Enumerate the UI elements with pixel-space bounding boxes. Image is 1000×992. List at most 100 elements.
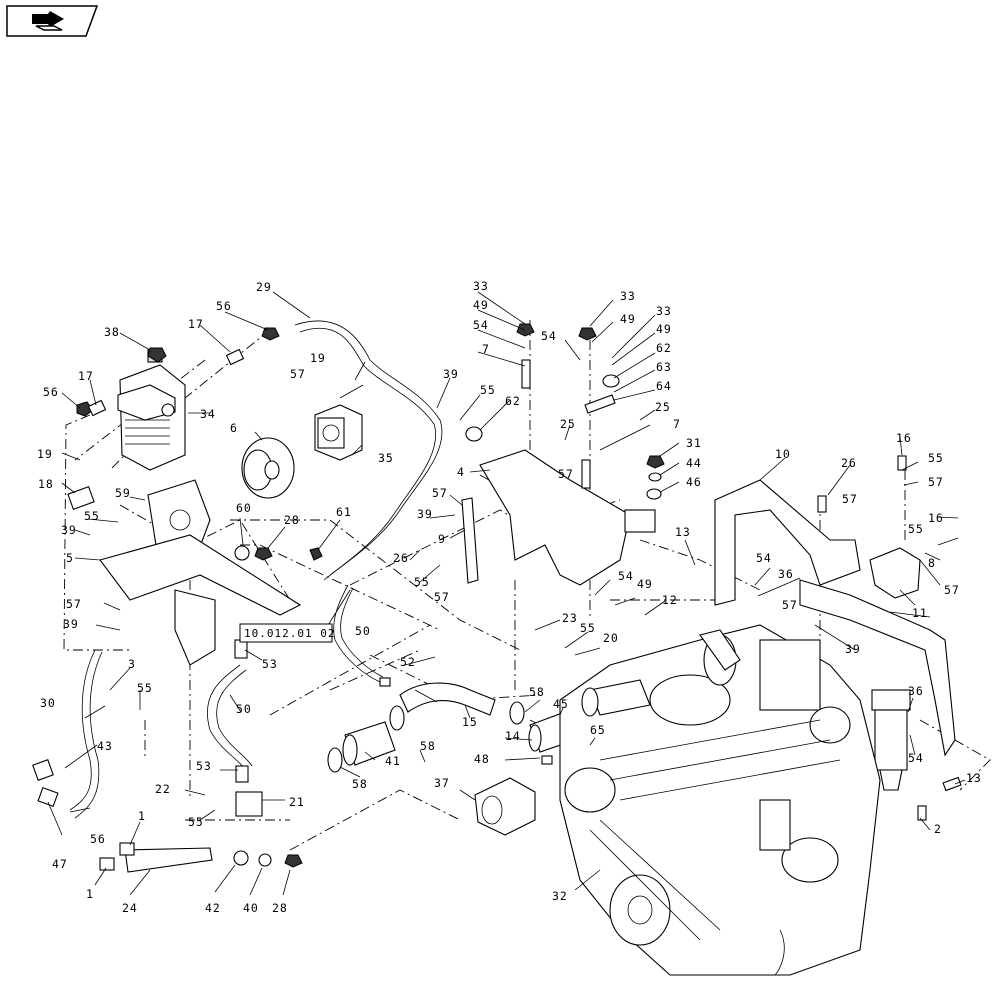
callout-35[interactable]: 35: [378, 451, 394, 465]
callout-26[interactable]: 26: [841, 456, 857, 470]
callout-49[interactable]: 49: [620, 312, 636, 326]
callout-20[interactable]: 20: [603, 631, 619, 645]
callout-19[interactable]: 19: [37, 447, 53, 461]
callout-19[interactable]: 19: [310, 351, 326, 365]
callout-29[interactable]: 29: [256, 280, 272, 294]
callout-55[interactable]: 55: [908, 522, 924, 536]
callout-5[interactable]: 5: [66, 551, 74, 565]
callout-56[interactable]: 56: [90, 832, 106, 846]
callout-33[interactable]: 33: [473, 279, 489, 293]
callout-55[interactable]: 55: [414, 575, 430, 589]
callout-46[interactable]: 46: [686, 475, 702, 489]
callout-40[interactable]: 40: [243, 901, 259, 915]
callout-61[interactable]: 61: [336, 505, 352, 519]
callout-36[interactable]: 36: [778, 567, 794, 581]
callout-39[interactable]: 39: [417, 507, 433, 521]
callout-57[interactable]: 57: [432, 486, 448, 500]
callout-17[interactable]: 17: [188, 317, 204, 331]
callout-49[interactable]: 49: [637, 577, 653, 591]
callout-16[interactable]: 16: [928, 511, 944, 525]
callout-34[interactable]: 34: [200, 407, 216, 421]
callout-7[interactable]: 7: [482, 342, 490, 356]
callout-58[interactable]: 58: [420, 739, 436, 753]
callout-14[interactable]: 14: [505, 729, 521, 743]
callout-33[interactable]: 33: [656, 304, 672, 318]
callout-1[interactable]: 1: [138, 809, 146, 823]
callout-50[interactable]: 50: [355, 624, 371, 638]
callout-28[interactable]: 28: [272, 901, 288, 915]
callout-54[interactable]: 54: [473, 318, 489, 332]
callout-28[interactable]: 28: [284, 513, 300, 527]
callout-25[interactable]: 25: [655, 400, 671, 414]
callout-54[interactable]: 54: [756, 551, 772, 565]
callout-55[interactable]: 55: [137, 681, 153, 695]
callout-6[interactable]: 6: [230, 421, 238, 435]
callout-38[interactable]: 38: [104, 325, 120, 339]
callout-32[interactable]: 32: [552, 889, 568, 903]
callout-7[interactable]: 7: [673, 417, 681, 431]
callout-55[interactable]: 55: [928, 451, 944, 465]
callout-58[interactable]: 58: [352, 777, 368, 791]
callout-62[interactable]: 62: [656, 341, 672, 355]
callout-50[interactable]: 50: [236, 702, 252, 716]
callout-8[interactable]: 8: [928, 556, 936, 570]
callout-26[interactable]: 26: [393, 551, 409, 565]
callout-1[interactable]: 1: [86, 887, 94, 901]
callout-60[interactable]: 60: [236, 501, 252, 515]
callout-30[interactable]: 30: [40, 696, 56, 710]
callout-44[interactable]: 44: [686, 456, 702, 470]
callout-3[interactable]: 3: [128, 657, 136, 671]
callout-10[interactable]: 10: [775, 447, 791, 461]
callout-39[interactable]: 39: [61, 523, 77, 537]
callout-57[interactable]: 57: [782, 598, 798, 612]
cross-reference-link[interactable]: 10.012.01 02: [239, 623, 335, 643]
callout-2[interactable]: 2: [934, 822, 942, 836]
callout-63[interactable]: 63: [656, 360, 672, 374]
callout-59[interactable]: 59: [115, 486, 131, 500]
callout-57[interactable]: 57: [558, 467, 574, 481]
callout-4[interactable]: 4: [457, 465, 465, 479]
callout-57[interactable]: 57: [928, 475, 944, 489]
callout-22[interactable]: 22: [155, 782, 171, 796]
callout-13[interactable]: 13: [966, 771, 982, 785]
callout-55[interactable]: 55: [580, 621, 596, 635]
cross-reference-label[interactable]: 10.012.01 02: [244, 627, 335, 640]
callout-65[interactable]: 65: [590, 723, 606, 737]
callout-55[interactable]: 55: [84, 509, 100, 523]
callout-45[interactable]: 45: [553, 697, 569, 711]
callout-54[interactable]: 54: [908, 751, 924, 765]
callout-12[interactable]: 12: [662, 593, 678, 607]
callout-62[interactable]: 62: [505, 394, 521, 408]
callout-55[interactable]: 55: [480, 383, 496, 397]
callout-54[interactable]: 54: [541, 329, 557, 343]
callout-11[interactable]: 11: [912, 606, 928, 620]
callout-18[interactable]: 18: [38, 477, 54, 491]
callout-52[interactable]: 52: [400, 655, 416, 669]
callout-64[interactable]: 64: [656, 379, 672, 393]
callout-53[interactable]: 53: [262, 657, 278, 671]
callout-57[interactable]: 57: [434, 590, 450, 604]
callout-57[interactable]: 57: [66, 597, 82, 611]
callout-13[interactable]: 13: [675, 525, 691, 539]
callout-57[interactable]: 57: [290, 367, 306, 381]
callout-41[interactable]: 41: [385, 754, 401, 768]
callout-33[interactable]: 33: [620, 289, 636, 303]
callout-43[interactable]: 43: [97, 739, 113, 753]
callout-39[interactable]: 39: [845, 642, 861, 656]
callout-56[interactable]: 56: [43, 385, 59, 399]
callout-48[interactable]: 48: [474, 752, 490, 766]
nav-back-button[interactable]: [6, 5, 98, 37]
callout-55[interactable]: 55: [188, 815, 204, 829]
callout-17[interactable]: 17: [78, 369, 94, 383]
callout-9[interactable]: 9: [438, 532, 446, 546]
callout-54[interactable]: 54: [618, 569, 634, 583]
callout-53[interactable]: 53: [196, 759, 212, 773]
callout-15[interactable]: 15: [462, 715, 478, 729]
callout-39[interactable]: 39: [63, 617, 79, 631]
callout-39[interactable]: 39: [443, 367, 459, 381]
callout-23[interactable]: 23: [562, 611, 578, 625]
callout-25[interactable]: 25: [560, 417, 576, 431]
callout-49[interactable]: 49: [656, 322, 672, 336]
callout-36[interactable]: 36: [908, 684, 924, 698]
callout-37[interactable]: 37: [434, 776, 450, 790]
